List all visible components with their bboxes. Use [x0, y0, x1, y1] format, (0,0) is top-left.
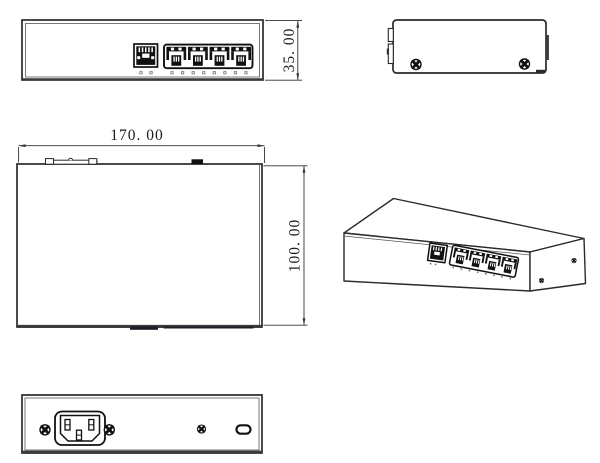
- inlet-pin-earth: [75, 429, 83, 441]
- port-mark-group: [163, 326, 254, 329]
- phillips-screw-icon: [538, 277, 545, 284]
- dimension-width-label: 170. 00: [110, 127, 164, 144]
- phillips-screw-icon: [38, 423, 52, 437]
- rj45-port-single: [133, 43, 159, 68]
- port-mark-single: [130, 326, 158, 330]
- rj45-port-1: [166, 46, 187, 66]
- rj45-port-3: [484, 253, 502, 271]
- rj45-port-2: [468, 250, 486, 268]
- power-inlet-c14: [54, 410, 106, 446]
- dimension-depth: 100. 00: [263, 165, 308, 326]
- top-edge-connector-block: [191, 159, 203, 165]
- phillips-screw-icon: [102, 423, 116, 437]
- rj45-port-single: [426, 242, 449, 266]
- right-face: [529, 237, 587, 292]
- mount-tab: [545, 35, 549, 60]
- chassis-outline: [16, 163, 263, 328]
- led-row: [139, 71, 248, 75]
- phillips-screw-icon: [196, 423, 207, 435]
- inlet-pin-left: [64, 418, 71, 431]
- rj45-port-1: [452, 247, 470, 265]
- oval-slot-icon: [235, 424, 252, 435]
- phillips-screw-icon: [571, 257, 577, 264]
- phillips-screw-icon: [409, 58, 423, 71]
- rear-view: [21, 394, 263, 454]
- front-view: 35. 00: [21, 19, 302, 81]
- chassis-inner-line: [25, 23, 260, 78]
- dimension-height-label: 35. 00: [281, 28, 298, 73]
- rj45-port-2: [188, 46, 208, 66]
- power-inlet-flange: [386, 27, 394, 65]
- isometric-view: [343, 197, 587, 292]
- dimension-height: 35. 00: [265, 20, 302, 81]
- rj45-port-group: [163, 43, 254, 70]
- inlet-pin-right: [88, 418, 95, 431]
- power-inlet-top: [45, 157, 98, 165]
- side-view: [386, 19, 549, 74]
- rj45-port-group: [448, 244, 520, 280]
- chassis-inner-line: [24, 397, 260, 451]
- rj45-port-4: [231, 46, 251, 66]
- rj45-port-3: [209, 46, 230, 66]
- dimension-width: 170. 00: [18, 127, 265, 163]
- dimension-depth-label: 100. 00: [287, 219, 304, 273]
- corner-step: [536, 69, 546, 73]
- led-row: [452, 266, 512, 280]
- top-view: 170. 00 100. 00: [16, 127, 308, 330]
- phillips-screw-icon: [518, 57, 531, 71]
- rj45-port-4: [500, 256, 518, 274]
